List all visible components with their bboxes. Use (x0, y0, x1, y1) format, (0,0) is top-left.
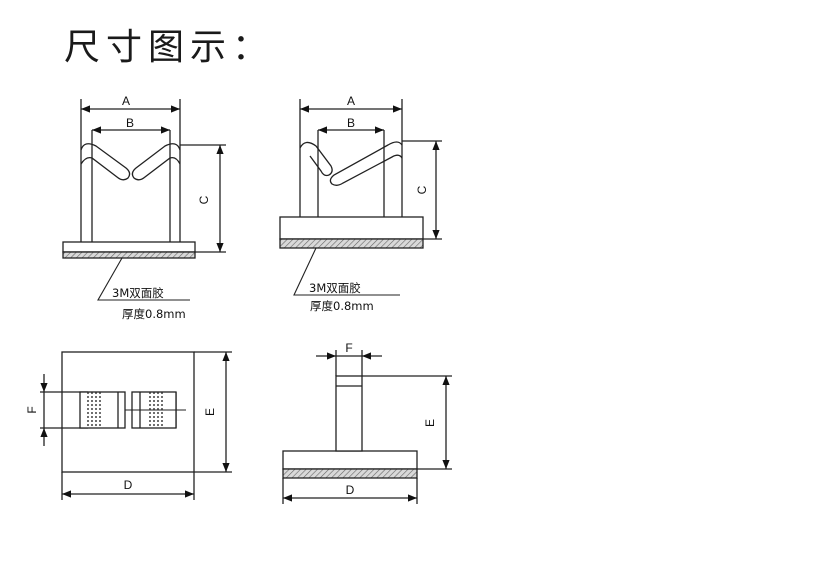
dim-label-E-side: E (423, 419, 437, 427)
front-view-variant-drawing (279, 99, 442, 296)
base-plate-side (282, 450, 418, 470)
dim-label-E-top: E (203, 408, 217, 416)
dim-label-C-variant: C (415, 185, 429, 194)
page-title: 尺寸图示： (64, 27, 275, 68)
base-plate (62, 241, 196, 253)
dim-label-F-side: F (345, 341, 352, 355)
dim-label-F-top: F (25, 406, 39, 413)
dim-label-A-front: A (122, 94, 130, 108)
front-view-drawing (62, 99, 226, 301)
dim-label-B-variant: B (347, 116, 355, 130)
tape-note-front: 3M双面胶 (112, 286, 164, 300)
base-plate-2 (279, 216, 424, 240)
thickness-note-front: 厚度0.8mm (122, 307, 186, 321)
post-side (335, 375, 363, 452)
tape-note-variant: 3M双面胶 (309, 281, 361, 295)
dim-label-C-front: C (197, 195, 211, 204)
dim-label-D-side: D (346, 483, 355, 497)
dim-label-D-top: D (124, 478, 133, 492)
dim-label-A-variant: A (347, 94, 355, 108)
dim-label-B-front: B (126, 116, 134, 130)
thickness-note-variant: 厚度0.8mm (310, 299, 374, 313)
side-view-drawing (282, 350, 452, 504)
top-view-drawing (40, 351, 232, 500)
adhesive-layer (62, 251, 196, 259)
adhesive-layer-2 (279, 238, 424, 249)
adhesive-layer-side (282, 468, 418, 479)
